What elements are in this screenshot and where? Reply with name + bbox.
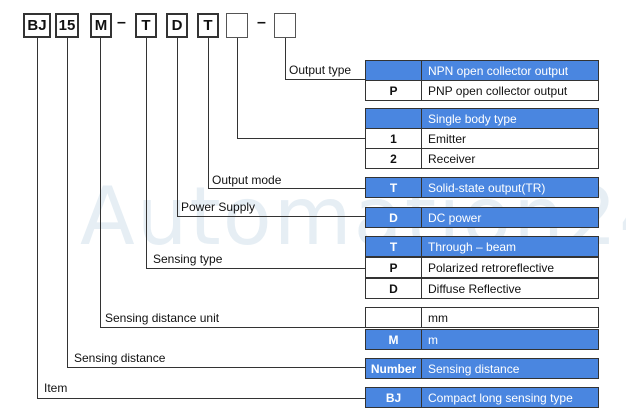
option-desc: PNP open collector output bbox=[428, 83, 568, 98]
option-row: Single body type bbox=[365, 108, 599, 129]
option-code: M bbox=[366, 330, 422, 349]
label-sensing-distance-unit: Sensing distance unit bbox=[105, 311, 220, 325]
option-desc: Solid-state output(TR) bbox=[422, 178, 598, 197]
option-desc: Single body type bbox=[422, 109, 598, 128]
connector-line bbox=[100, 38, 101, 328]
option-code bbox=[366, 308, 422, 327]
code-dash: – bbox=[257, 14, 266, 31]
option-row: D DC power bbox=[365, 207, 599, 228]
connector-line bbox=[285, 38, 286, 80]
connector-line bbox=[285, 79, 365, 80]
code-box-power-supply: D bbox=[166, 13, 188, 38]
option-desc: Receiver bbox=[428, 151, 476, 166]
option-row: T Solid-state output(TR) bbox=[365, 177, 599, 198]
option-row: P Polarized retroreflective bbox=[365, 257, 599, 278]
code-box-distance-unit: M bbox=[90, 13, 112, 38]
option-code: T bbox=[366, 178, 422, 197]
connector-line bbox=[177, 38, 178, 217]
option-code: T bbox=[366, 237, 422, 256]
option-desc: Through – beam bbox=[422, 237, 598, 256]
option-row: T Through – beam bbox=[365, 236, 599, 257]
connector-line bbox=[37, 398, 365, 399]
option-code: D bbox=[366, 279, 422, 298]
connector-line bbox=[237, 38, 238, 139]
option-code: 2 bbox=[366, 149, 422, 168]
code-box-output-type bbox=[274, 13, 296, 38]
connector-line bbox=[237, 138, 365, 139]
option-code: P bbox=[366, 258, 422, 277]
code-box-body-type bbox=[226, 13, 248, 38]
option-desc: mm bbox=[428, 310, 448, 325]
option-code: 1 bbox=[366, 129, 422, 148]
connector-line bbox=[146, 268, 365, 269]
label-item: Item bbox=[44, 381, 68, 395]
option-desc: Compact long sensing type bbox=[422, 388, 598, 407]
code-box-sensing-type: T bbox=[135, 13, 157, 38]
option-row: D Diffuse Reflective bbox=[365, 278, 599, 299]
option-row: mm bbox=[365, 307, 599, 328]
label-output-type: Output type bbox=[289, 63, 352, 77]
connector-line bbox=[177, 216, 365, 217]
option-row: 1 Emitter bbox=[365, 128, 599, 149]
option-code: BJ bbox=[366, 388, 422, 407]
option-row: Number Sensing distance bbox=[365, 358, 599, 379]
option-row: 2 Receiver bbox=[365, 148, 599, 169]
option-code: Number bbox=[366, 359, 422, 378]
option-desc: m bbox=[422, 330, 598, 349]
connector-line bbox=[146, 38, 147, 269]
option-desc: NPN open collector output bbox=[422, 61, 598, 80]
option-desc: DC power bbox=[422, 208, 598, 227]
option-desc: Emitter bbox=[428, 131, 467, 146]
connector-line bbox=[67, 38, 68, 368]
option-row: P PNP open collector output bbox=[365, 80, 599, 101]
code-box-output-mode: T bbox=[197, 13, 219, 38]
connector-line bbox=[67, 367, 365, 368]
option-code: D bbox=[366, 208, 422, 227]
connector-line bbox=[208, 38, 209, 189]
label-output-mode: Output mode bbox=[212, 173, 282, 187]
label-sensing-distance: Sensing distance bbox=[74, 351, 166, 365]
option-row: BJ Compact long sensing type bbox=[365, 387, 599, 408]
option-code: P bbox=[366, 81, 422, 100]
connector-line bbox=[208, 188, 365, 189]
option-code bbox=[366, 61, 422, 80]
connector-line bbox=[37, 38, 38, 399]
connector-line bbox=[100, 327, 365, 328]
label-sensing-type: Sensing type bbox=[153, 252, 223, 266]
option-desc: Diffuse Reflective bbox=[428, 281, 522, 296]
option-desc: Polarized retroreflective bbox=[428, 260, 555, 275]
code-dash: – bbox=[117, 14, 126, 31]
option-row: NPN open collector output bbox=[365, 60, 599, 81]
option-code bbox=[366, 109, 422, 128]
code-box-sensing-distance: 15 bbox=[55, 13, 79, 38]
option-desc: Sensing distance bbox=[422, 359, 598, 378]
option-row: M m bbox=[365, 329, 599, 350]
code-box-item: BJ bbox=[23, 13, 51, 38]
label-power-supply: Power Supply bbox=[181, 200, 256, 214]
